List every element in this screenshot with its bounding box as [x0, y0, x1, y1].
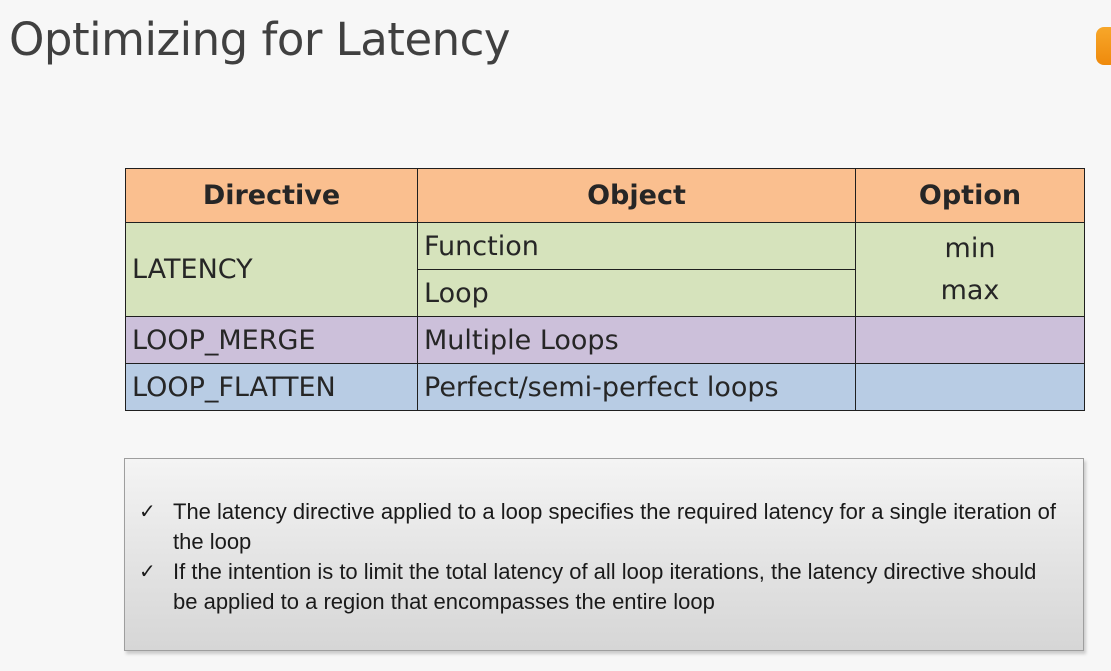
- check-icon: ✓: [139, 501, 156, 523]
- table-row: LOOP_FLATTEN Perfect/semi-perfect loops: [125, 363, 1085, 411]
- note-text-1: The latency directive applied to a loop …: [173, 499, 1056, 554]
- object-loop: Loop: [417, 269, 856, 317]
- object-multiple-loops: Multiple Loops: [417, 316, 856, 364]
- header-object: Object: [417, 168, 856, 223]
- header-option: Option: [855, 168, 1085, 223]
- option-loop-flatten: [855, 363, 1085, 411]
- directive-loop-flatten: LOOP_FLATTEN: [125, 363, 418, 411]
- object-function: Function: [417, 222, 856, 270]
- corner-tab-decoration: [1096, 27, 1111, 65]
- table-row: LOOP_MERGE Multiple Loops: [125, 316, 1085, 364]
- slide-title: Optimizing for Latency: [9, 13, 511, 66]
- check-icon: ✓: [139, 561, 156, 583]
- directive-latency: LATENCY: [125, 222, 418, 317]
- header-directive: Directive: [125, 168, 418, 223]
- notes-box: ✓ The latency directive applied to a loo…: [124, 458, 1084, 651]
- table-row: LATENCY Function min max: [125, 222, 1085, 317]
- option-min: min: [944, 232, 996, 264]
- table-header-row: Directive Object Option: [125, 168, 1085, 223]
- option-latency: min max: [855, 222, 1085, 317]
- list-item: ✓ The latency directive applied to a loo…: [137, 497, 1063, 557]
- table-row: Loop: [126, 269, 1085, 317]
- note-text-2: If the intention is to limit the total l…: [173, 559, 1037, 614]
- directive-loop-merge: LOOP_MERGE: [125, 316, 418, 364]
- notes-list: ✓ The latency directive applied to a loo…: [125, 459, 1083, 617]
- object-perfect-loops: Perfect/semi-perfect loops: [417, 363, 856, 411]
- list-item: ✓ If the intention is to limit the total…: [137, 557, 1063, 617]
- option-loop-merge: [855, 316, 1085, 364]
- directives-table: Directive Object Option LATENCY Function…: [125, 168, 1085, 411]
- option-max: max: [940, 274, 1000, 306]
